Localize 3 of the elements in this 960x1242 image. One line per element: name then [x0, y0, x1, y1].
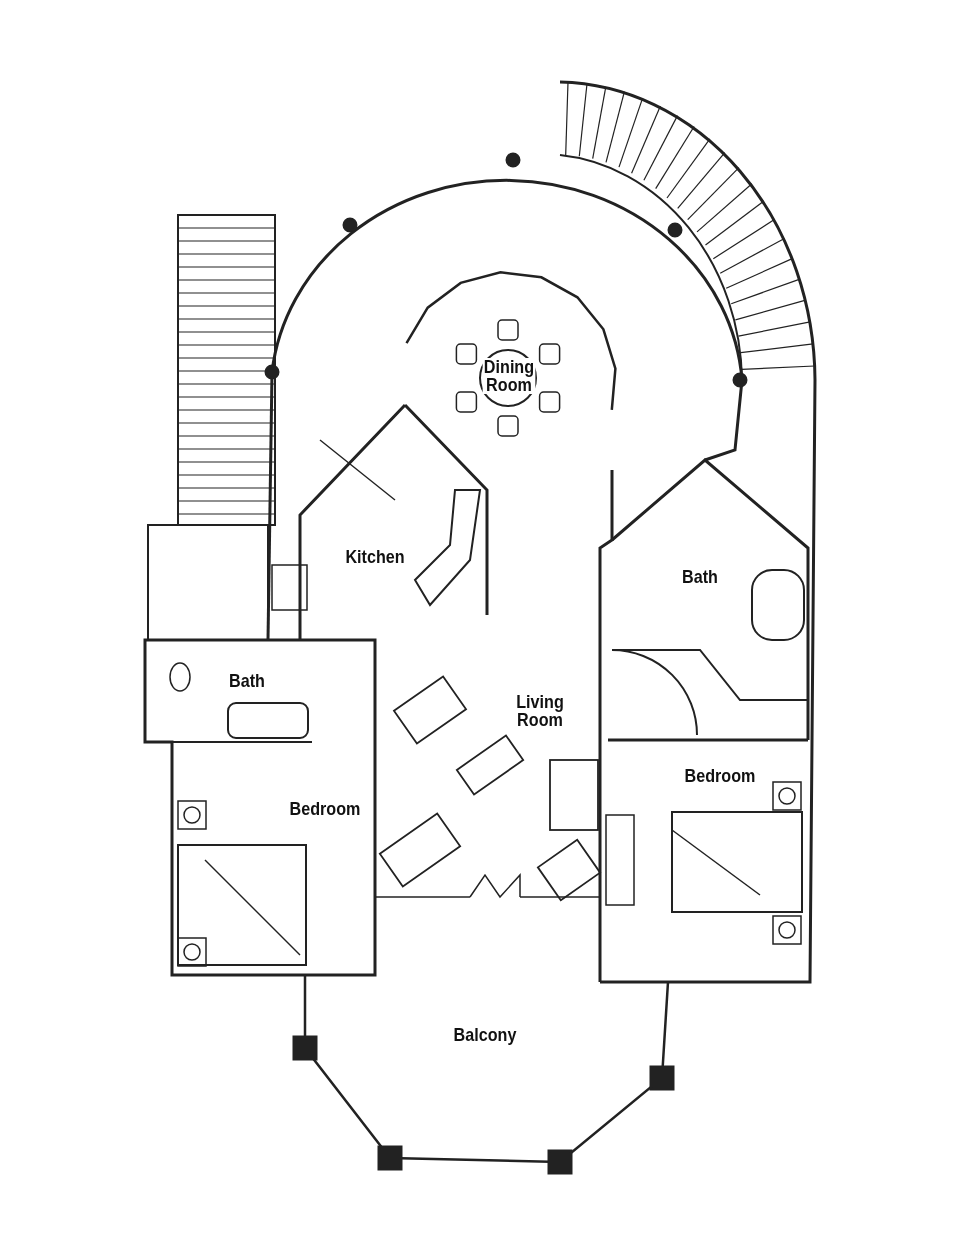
room-label: Dining Room [482, 358, 536, 394]
room-label: Kitchen [345, 548, 405, 566]
room-label: Balcony [451, 1026, 519, 1044]
